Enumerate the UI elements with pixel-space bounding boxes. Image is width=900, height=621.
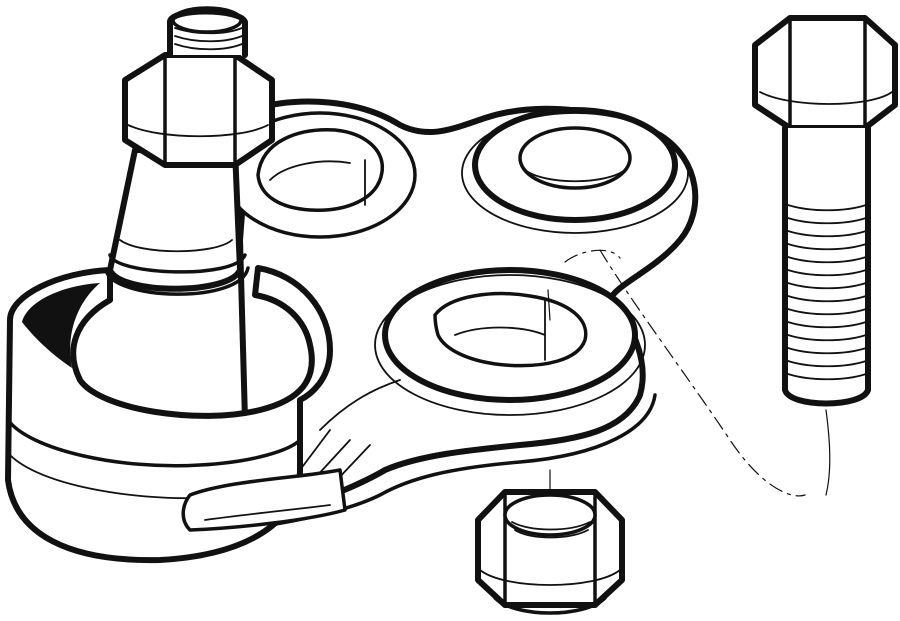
ball-joint-nut <box>122 52 275 168</box>
flange-hole-right <box>461 107 689 234</box>
ball-joint-stud-thread <box>167 6 248 58</box>
hex-bolt <box>752 15 898 496</box>
mounting-flange <box>223 98 806 527</box>
cup-shadow <box>22 283 100 368</box>
flange-hole-lower <box>374 267 646 416</box>
bolt-thread <box>787 204 867 381</box>
ball-joint <box>5 6 347 564</box>
flange-hole-left <box>223 111 417 239</box>
lock-nut <box>475 469 625 615</box>
